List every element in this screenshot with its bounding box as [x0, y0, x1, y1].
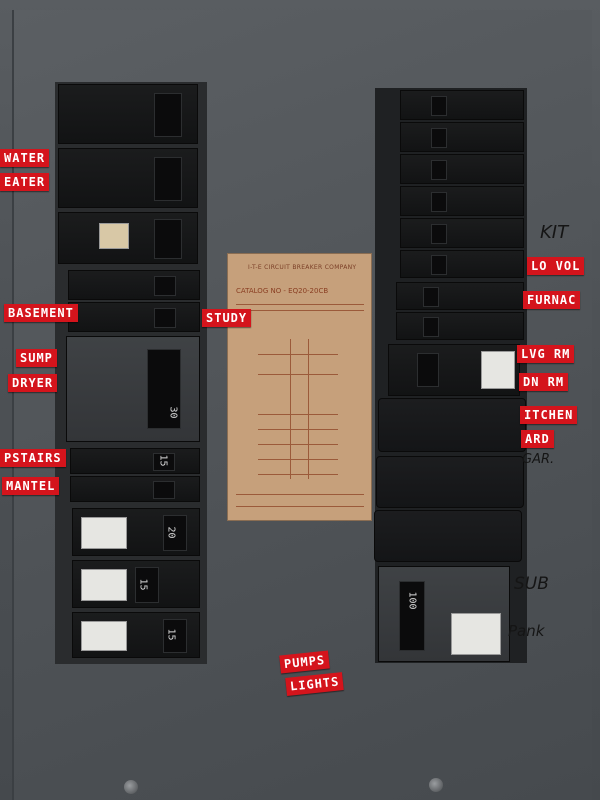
tape-label-basement: BASEMENT	[4, 304, 78, 322]
breaker-right-2[interactable]	[400, 122, 524, 152]
blank-cover-1	[378, 398, 526, 452]
breaker-sticker	[81, 569, 127, 601]
handwriting-kit: KIT	[540, 222, 569, 243]
breaker-20a[interactable]: 20	[72, 508, 200, 556]
breaker-15a-ge[interactable]: 15	[72, 560, 200, 608]
breaker-15a-bottom[interactable]: 15	[72, 612, 200, 658]
sub-breaker-sticker	[451, 613, 501, 655]
breaker-study[interactable]	[68, 302, 200, 332]
handwriting-pank: Pank	[508, 622, 545, 640]
breaker-right-1[interactable]	[400, 90, 524, 120]
breaker-right-3[interactable]	[400, 154, 524, 184]
tape-label-study: STUDY	[202, 309, 252, 327]
breaker-rating: 20	[165, 526, 177, 539]
breaker-low-voltage[interactable]	[400, 250, 524, 278]
breaker-sub-panel[interactable]: 100	[378, 566, 510, 662]
tape-label-water: WATER	[0, 149, 50, 167]
tape-label-dryer: DRYER	[8, 374, 58, 392]
breaker-right-5[interactable]	[400, 218, 524, 248]
handwriting-sub: SUB	[514, 574, 549, 594]
breaker-rating: 15	[137, 578, 149, 591]
breaker-water-heater-3[interactable]	[58, 212, 198, 264]
breaker-furnace-2[interactable]	[396, 312, 524, 340]
gfci-sticker	[481, 351, 515, 389]
tape-label-eater: EATER	[0, 173, 50, 191]
blank-cover-3	[374, 510, 522, 562]
tape-label-dining-room: DN RM	[519, 373, 569, 391]
handwriting-gar: GAR.	[522, 452, 555, 467]
breaker-rating: 30	[167, 406, 179, 419]
tape-label-living-room: LVG RM	[517, 345, 575, 363]
breaker-gfci-living-room[interactable]	[388, 344, 520, 396]
breaker-rating: 15	[157, 454, 169, 467]
plate-catalog: CATALOG NO - EQ20-20CB	[236, 287, 329, 295]
tape-label-sump: SUMP	[16, 349, 57, 367]
breaker-sticker	[81, 621, 127, 651]
breaker-mantel[interactable]	[70, 476, 200, 502]
breaker-water-heater-2[interactable]	[58, 148, 198, 208]
breaker-right-4[interactable]	[400, 186, 524, 216]
breaker-sticker	[81, 517, 127, 549]
panel-screw	[124, 780, 138, 794]
breaker-basement[interactable]	[68, 270, 200, 300]
tape-label-kitchen: ITCHEN	[520, 406, 578, 424]
breaker-rating: 100	[406, 591, 418, 610]
breaker-furnace-1[interactable]	[396, 282, 524, 310]
blank-cover-2	[376, 456, 524, 508]
panel-data-plate: I-T-E CIRCUIT BREAKER COMPANY CATALOG NO…	[227, 253, 372, 521]
paper-label	[99, 223, 129, 249]
breaker-water-heater-1[interactable]	[58, 84, 198, 144]
tape-label-upstairs: PSTAIRS	[0, 449, 66, 467]
plate-title: I-T-E CIRCUIT BREAKER COMPANY	[248, 264, 357, 271]
panel-screw	[429, 778, 443, 792]
tape-label-mantel: MANTEL	[2, 477, 60, 495]
tape-label-low-voltage: LO VOL	[527, 257, 585, 275]
breaker-sump-dryer[interactable]: 30	[66, 336, 200, 442]
breaker-rating: 15	[165, 628, 177, 641]
tape-label-yard: ARD	[521, 430, 554, 448]
tape-label-furnace: FURNAC	[523, 291, 581, 309]
breaker-upstairs[interactable]: 15	[70, 448, 200, 474]
